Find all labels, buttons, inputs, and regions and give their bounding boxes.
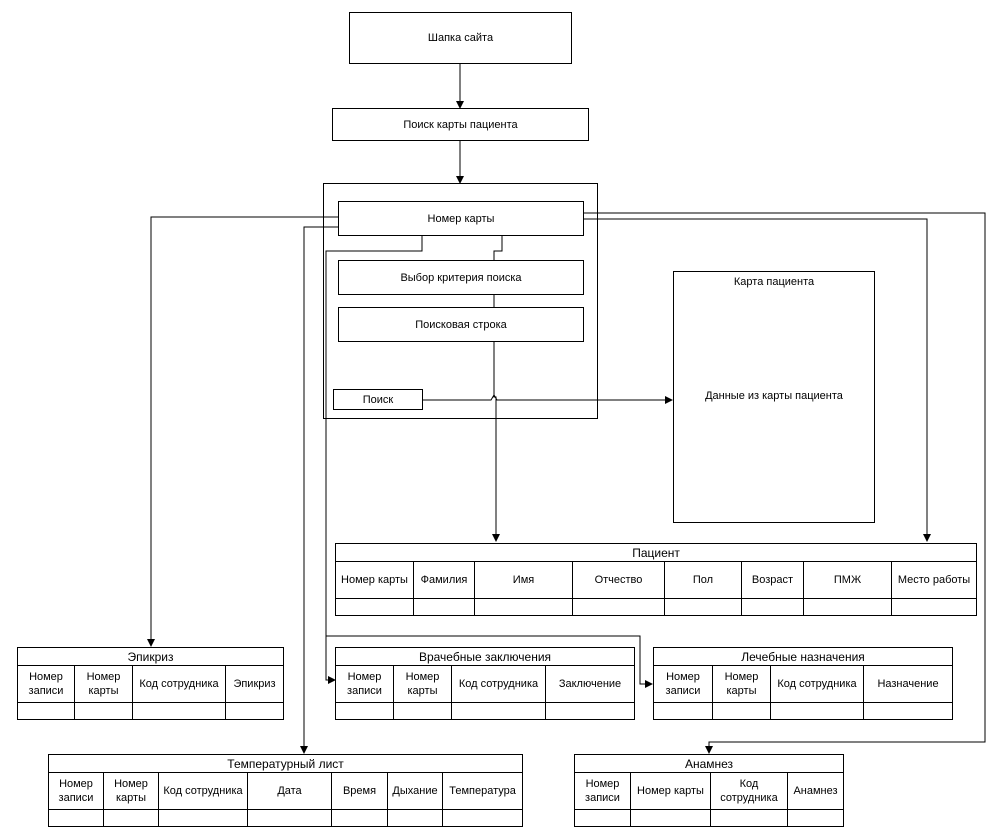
column-header: Код сотрудника [451,665,546,703]
column-header: Эпикриз [224,665,285,703]
search-line-input[interactable]: Поисковая строка [338,307,584,342]
search-card-label: Поиск карты пациента [403,118,518,131]
column-header: Номер записи [48,772,104,810]
table-row [574,809,845,827]
table-row [48,809,524,827]
column-header: Фамилия [413,561,475,599]
epicrisis-table: Эпикриз Номер записи Номер карты Код сот… [16,647,285,720]
column-header: Код сотрудника [770,665,864,703]
search-form-frame [323,183,598,419]
column-header: Место работы [890,561,978,599]
table-row [335,702,636,720]
column-header: Пол [664,561,742,599]
table-row [17,702,285,720]
arrow-to-epicrisis [147,216,338,647]
column-header: Номер карты [630,772,711,810]
table-row [653,702,954,720]
site-header-label: Шапка сайта [427,32,494,44]
arrow-to-temperature [300,226,338,754]
patient-table-title: Пациент [334,543,978,562]
card-number-label: Номер карты [427,212,495,225]
conclusions-table-title: Врачебные заключения [334,647,636,666]
search-card-box: Поиск карты пациента [332,108,589,141]
column-header: Код сотрудника [158,772,248,810]
column-header: Заключение [544,665,636,703]
column-header: Номер записи [17,665,75,703]
anamnesis-table: Анамнез Номер записи Номер карты Код сот… [573,754,845,827]
column-header: Дыхание [387,772,443,810]
column-header: Номер записи [653,665,713,703]
search-button[interactable]: Поиск [333,389,423,410]
temperature-table-title: Температурный лист [47,754,524,773]
column-header: Отчество [572,561,665,599]
search-criteria-label: Выбор критерия поиска [400,271,522,284]
column-header: Номер записи [574,772,631,810]
conclusions-table: Врачебные заключения Номер записи Номер … [334,647,636,720]
column-header: Возраст [741,561,804,599]
arrow-to-place-of-work [584,218,931,542]
arrow-search-to-card [423,394,673,404]
patient-table: Пациент Номер карты Фамилия Имя Отчество… [334,543,978,616]
column-header: ПМЖ [803,561,892,599]
column-header: Номер карты [712,665,771,703]
epicrisis-table-title: Эпикриз [16,647,285,666]
table-row [335,598,978,616]
prescriptions-table-title: Лечебные назначения [652,647,954,666]
column-header: Номер записи [335,665,394,703]
card-number-box: Номер карты [338,201,584,236]
patient-card-body: Данные из карты пациента [705,390,843,402]
arrow-to-anamnesis [584,212,986,754]
column-header: Код сотрудника [132,665,226,703]
arrow-to-prescriptions [326,635,653,688]
arrow-to-conclusions [325,236,423,684]
patient-card-title: Карта пациента [733,276,815,288]
column-header: Номер карты [335,561,414,599]
search-button-label: Поиск [362,393,394,406]
site-header-box: Шапка сайта [349,12,572,64]
column-header: Дата [247,772,332,810]
anamnesis-table-title: Анамнез [573,754,845,773]
patient-card-panel: Карта пациента Данные из карты пациента [673,271,875,523]
column-header: Температура [441,772,524,810]
temperature-table: Температурный лист Номер записи Номер ка… [47,754,524,827]
column-header: Номер карты [393,665,452,703]
search-criteria-select[interactable]: Выбор критерия поиска [338,260,584,295]
prescriptions-table: Лечебные назначения Номер записи Номер к… [652,647,954,720]
column-header: Время [331,772,388,810]
column-header: Имя [474,561,573,599]
column-header: Анамнез [786,772,845,810]
column-header: Назначение [862,665,954,703]
search-line-label: Поисковая строка [415,318,507,331]
column-header: Номер карты [103,772,159,810]
column-header: Номер карты [74,665,133,703]
column-header: Код сотрудника [710,772,788,810]
